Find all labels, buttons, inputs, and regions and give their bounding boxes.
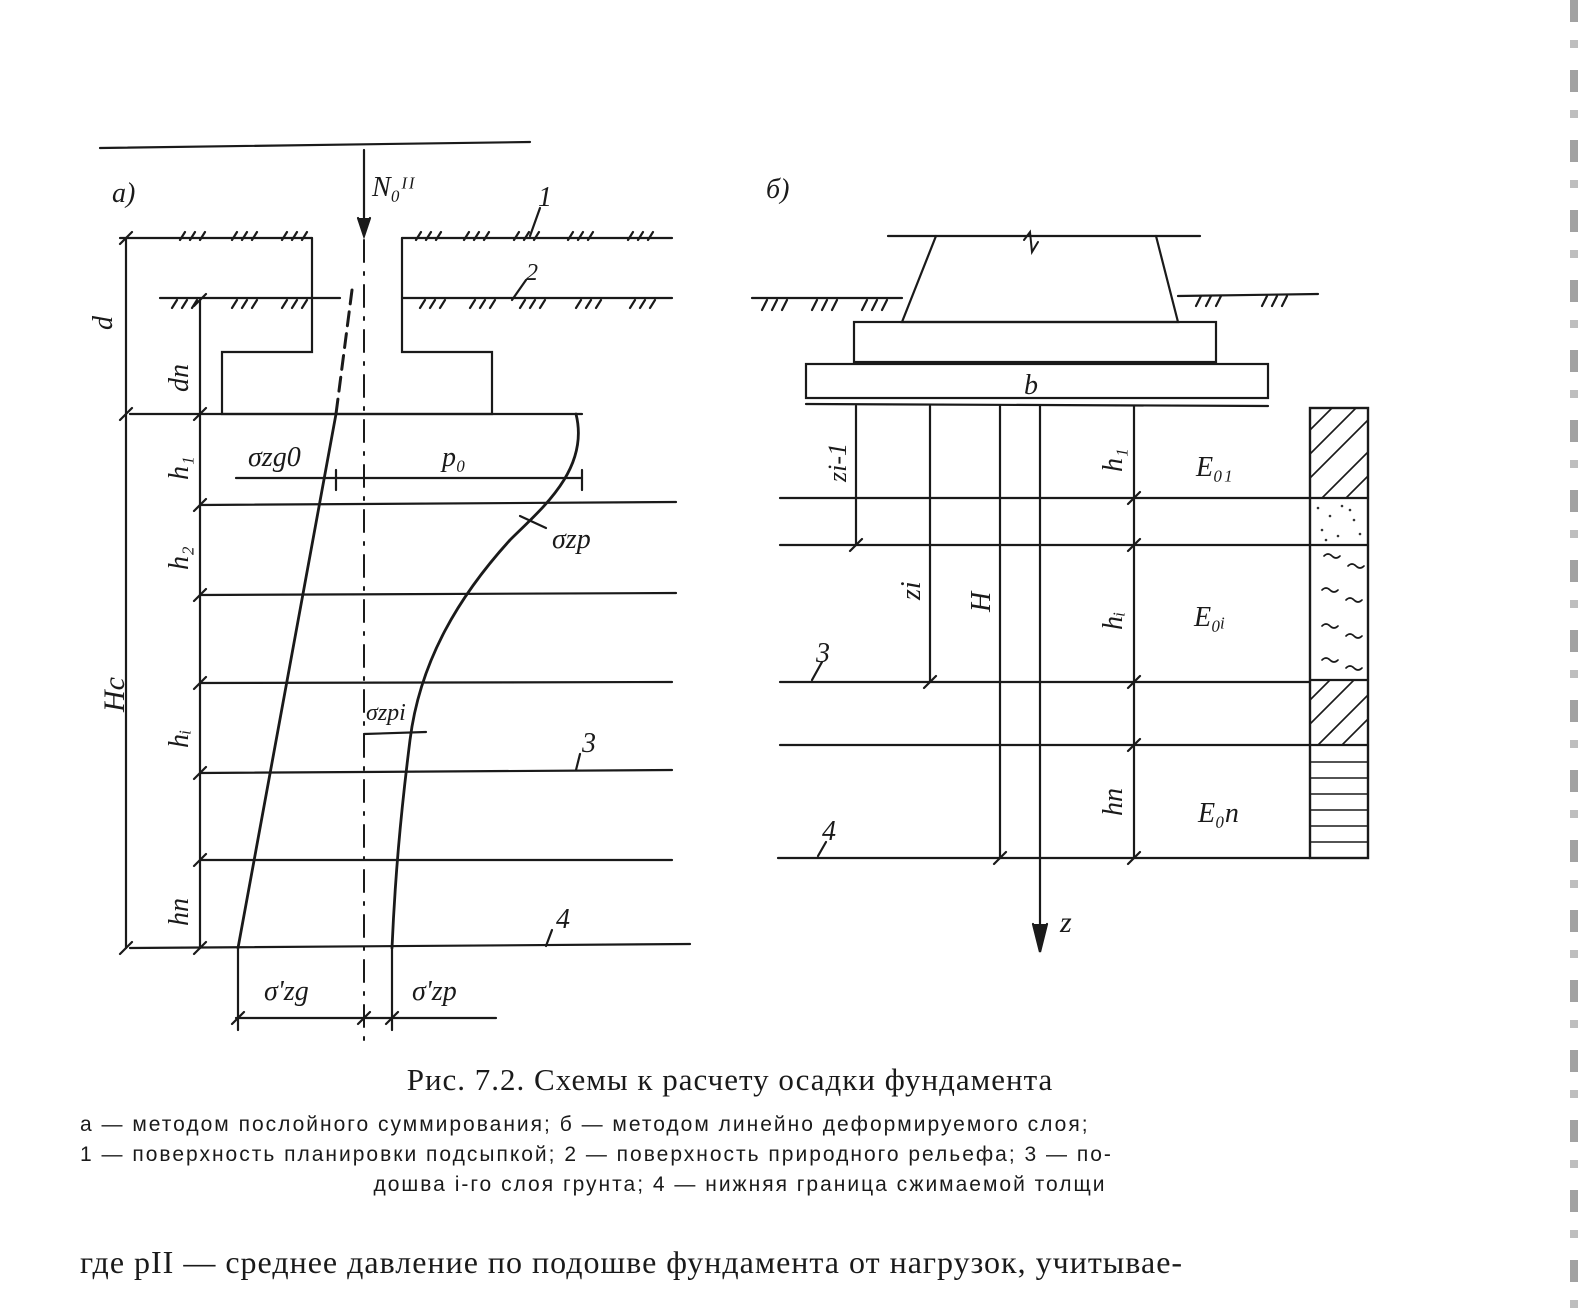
- soil-column: [1308, 406, 1370, 860]
- scan-edge: [1570, 0, 1578, 1312]
- body-paragraph: где pII — среднее давление по подошве фу…: [80, 1244, 1184, 1280]
- load-label-n: N₀ᴵᴵ: [371, 172, 416, 203]
- h-label: H: [966, 590, 997, 613]
- axis-z-label: z: [1059, 906, 1072, 939]
- marker-4-b: 4: [822, 816, 836, 847]
- z-i-label: zi: [896, 581, 927, 601]
- width-b-label: b: [1024, 370, 1038, 401]
- part-a-diagram: [98, 140, 692, 1046]
- layer-h2-label: h₂: [164, 546, 195, 570]
- marker-1: 1: [538, 182, 552, 213]
- marker-3-a: 3: [581, 728, 596, 759]
- layer-h1-label: h₁: [164, 456, 195, 480]
- foundation-base-slab: [804, 362, 1270, 400]
- foundation-upper-slab: [852, 320, 1218, 364]
- panel-label-a: а): [112, 178, 135, 209]
- structure-trapezoid: [900, 234, 1180, 324]
- modulus-e01-label: E₀₁: [1195, 452, 1233, 483]
- layer-h1-b-label: h₁: [1098, 448, 1129, 472]
- figure-caption-title: Рис. 7.2. Схемы к расчету осадки фундаме…: [406, 1062, 1054, 1097]
- dim-dn-label: dп: [164, 364, 195, 392]
- dim-hc-label: Hc: [98, 677, 131, 713]
- layer-hn-label: hп: [164, 898, 195, 926]
- layer-hi-b-label: hᵢ: [1098, 612, 1129, 630]
- layer-hn-b-label: hп: [1098, 788, 1129, 816]
- marker-2: 2: [526, 260, 538, 286]
- sigma-zg0-label: σzg0: [248, 442, 301, 473]
- sigma-zp-curve: [390, 412, 580, 950]
- panel-label-b: б): [766, 174, 789, 205]
- z-im1-label: zi-1: [823, 443, 852, 483]
- legend-line-3: дошва i-го слоя грунта; 4 — нижняя грани…: [373, 1173, 1107, 1196]
- dim-d-label: d: [88, 315, 119, 330]
- legend-line-1: а — методом послойного суммирования; б —…: [80, 1113, 1090, 1136]
- modulus-e0n-label: E₀п: [1197, 798, 1239, 829]
- p0-label: p₀: [440, 442, 466, 473]
- sigma-zpi-label: σzpi: [366, 700, 406, 726]
- figure-caption-legend: а — методом послойного суммирования; б —…: [80, 1110, 1400, 1200]
- sand-pattern: [1316, 504, 1362, 542]
- layer-hi-label: hᵢ: [164, 730, 195, 748]
- sigma-zp-bottom-label: σ'zp: [412, 976, 457, 1007]
- settlement-calculation-figure: а) N₀ᴵᴵ 1 2 d dп Hc h₁ h₂ hᵢ hп σzg0 p₀ …: [88, 140, 1370, 1046]
- marker-3-b: 3: [815, 638, 830, 669]
- sigma-zg-bottom-label: σ'zg: [264, 976, 309, 1007]
- part-b-diagram: [750, 229, 1370, 953]
- modulus-e0i-label: E₀ᵢ: [1193, 602, 1225, 633]
- sigma-zp-label: σzp: [552, 524, 591, 555]
- legend-line-2: 1 — поверхность планировки подсыпкой; 2 …: [80, 1143, 1113, 1166]
- sigma-zg-curve: [236, 412, 338, 950]
- marker-4-a: 4: [556, 904, 570, 935]
- foundation-section-a: [220, 236, 494, 416]
